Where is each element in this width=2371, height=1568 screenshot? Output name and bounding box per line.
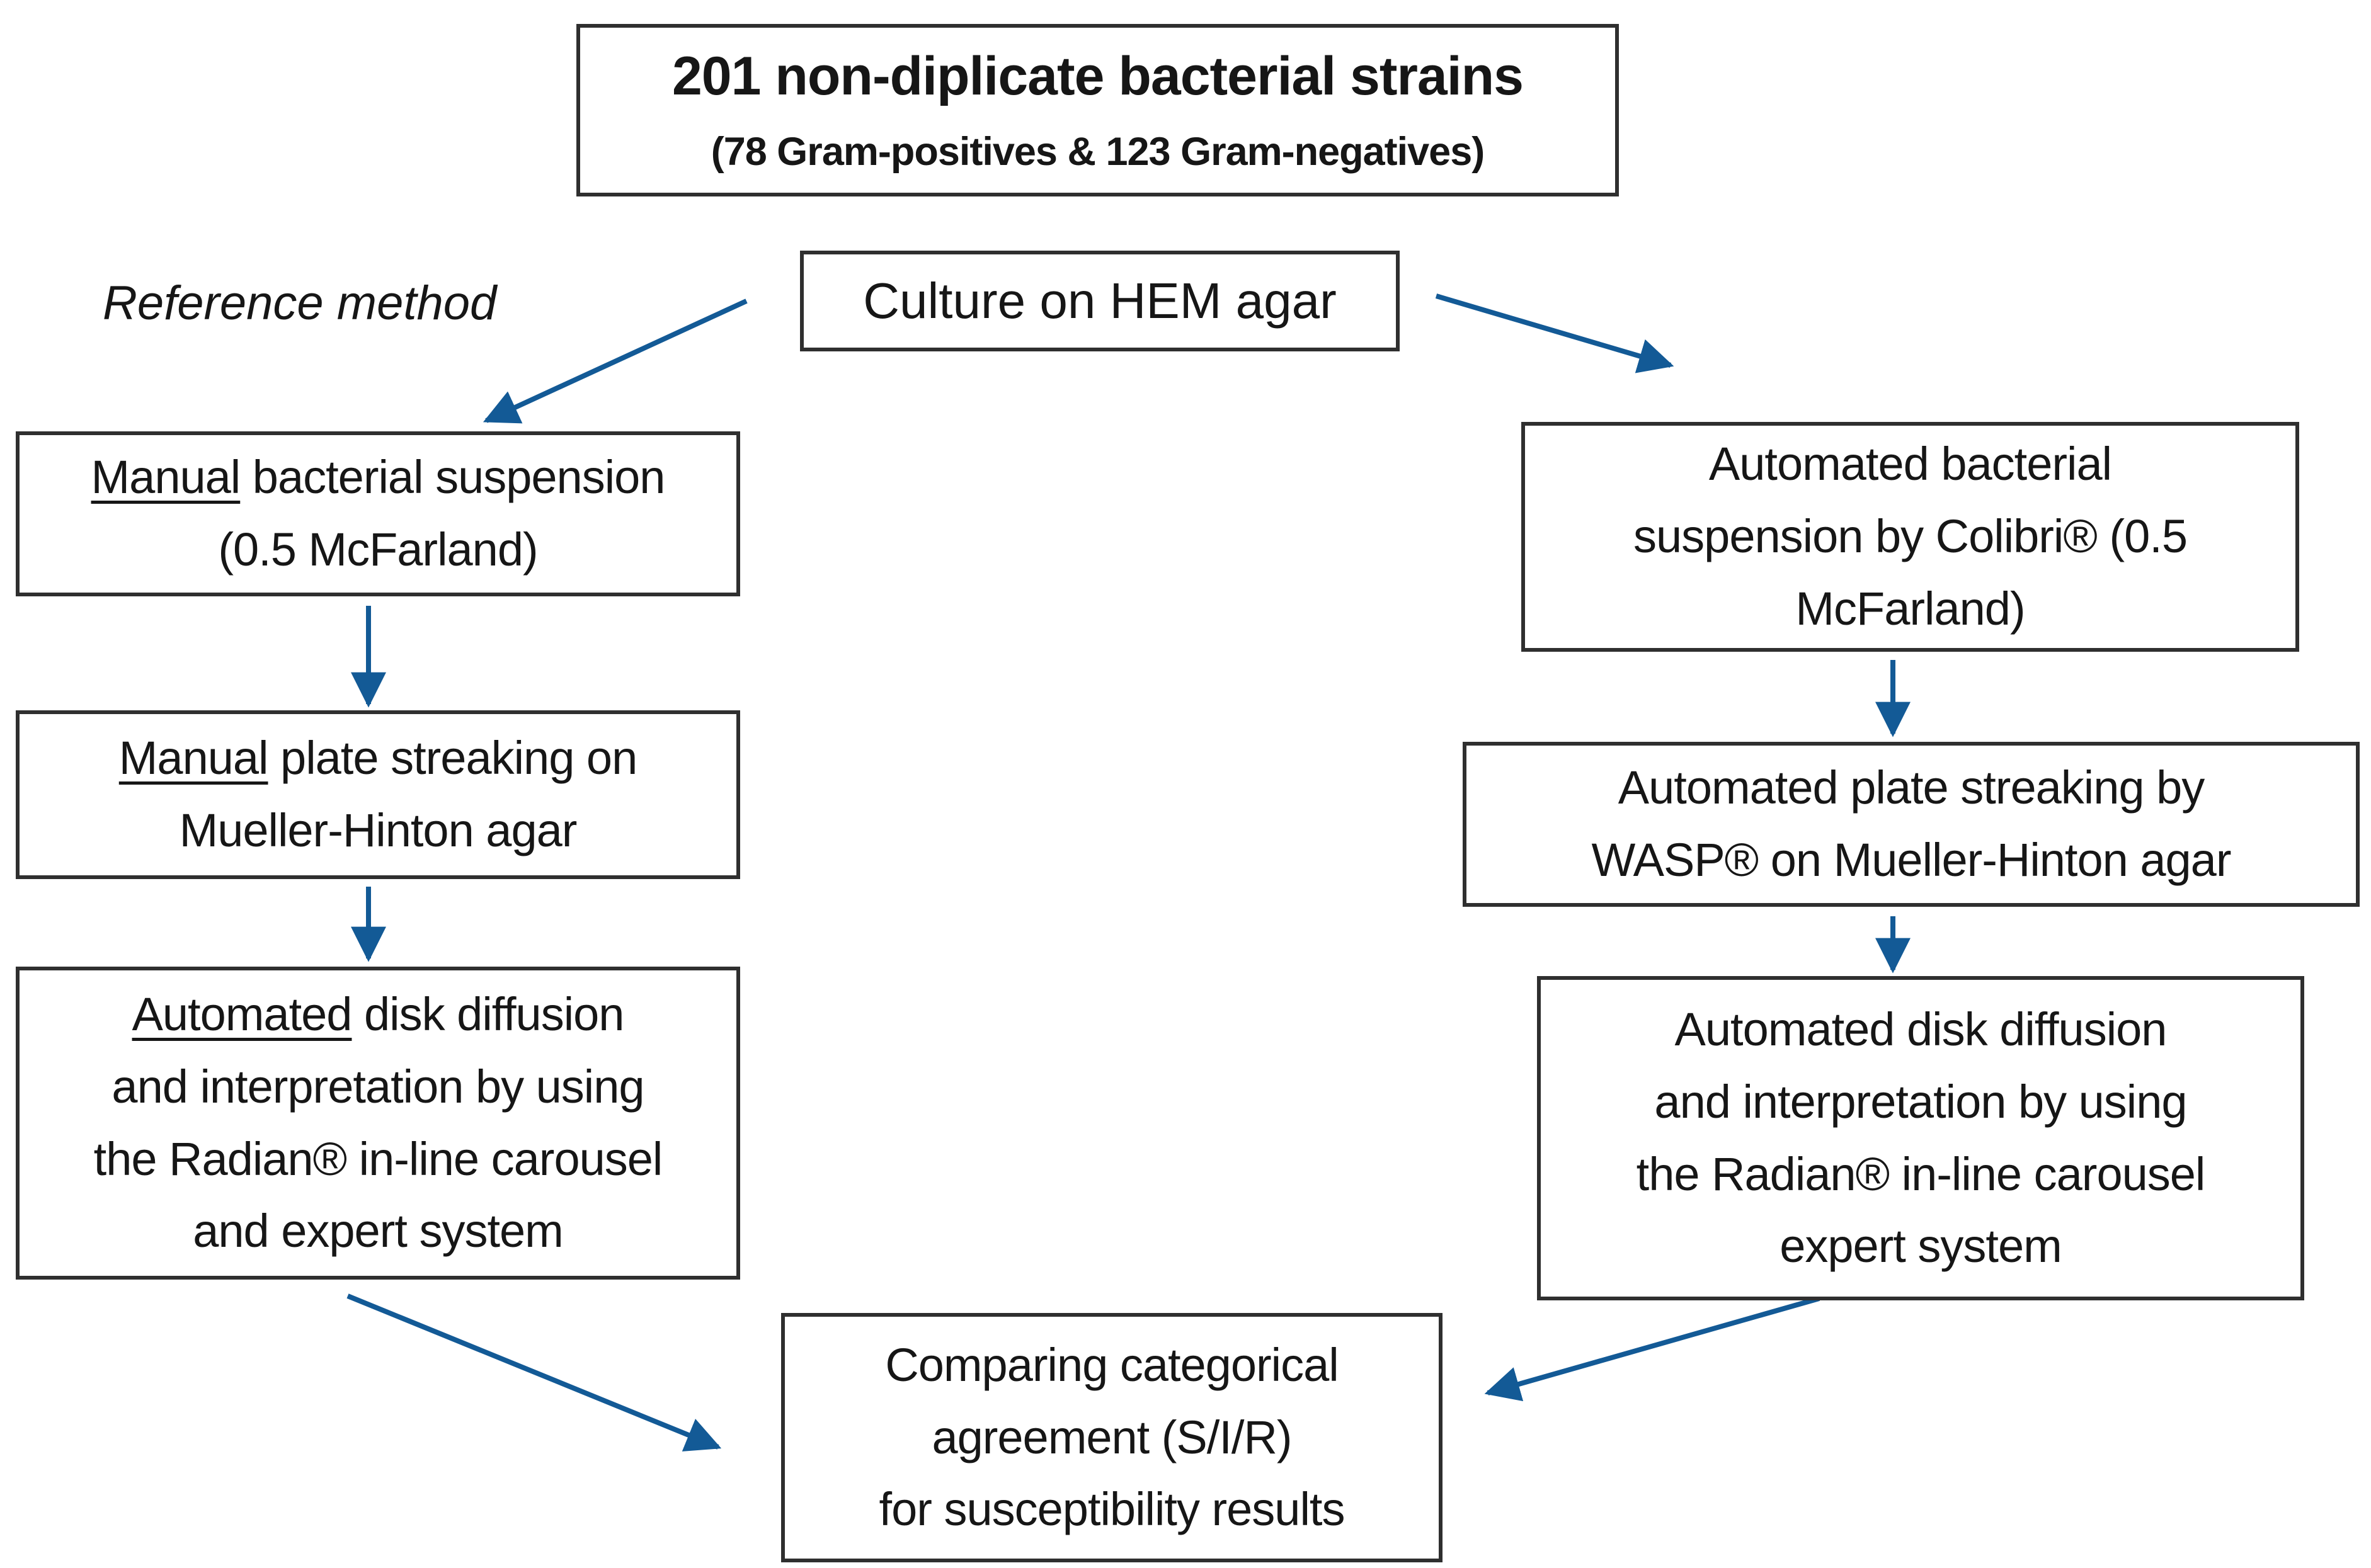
comparison-line2: agreement (S/I/R) <box>932 1411 1292 1463</box>
arrow-reference-diffusion-to-comparison <box>346 1293 722 1452</box>
auto-diffusion-line2: and interpretation by using <box>1654 1075 2187 1128</box>
automated-underlined: Automated <box>132 988 353 1041</box>
auto-diffusion-line1: Automated disk diffusion <box>1674 1003 2168 1056</box>
manual-underlined: Manual <box>118 732 269 785</box>
arrow-culture-to-manual-suspension <box>483 298 748 424</box>
auto-suspension-line2: suspension by Colibri® (0.5 <box>1633 510 2188 563</box>
comparison-line3: for susceptibility results <box>879 1483 1345 1536</box>
manual-streaking-line1: Manual plate streaking on <box>119 722 637 795</box>
manual-underlined: Manual <box>91 451 241 504</box>
manual-suspension-box: Manual bacterial suspension (0.5 McFarla… <box>16 431 740 596</box>
culture-label: Culture on HEM agar <box>863 273 1337 329</box>
auto-streaking-line1: Automated plate streaking by <box>1618 761 2205 814</box>
strains-box: 201 non-diplicate bacterial strains (78 … <box>576 24 1619 196</box>
manual-suspension-line2: (0.5 McFarland) <box>218 523 538 576</box>
comparison-box: Comparing categorical agreement (S/I/R) … <box>781 1313 1443 1562</box>
strains-title: 201 non-diplicate bacterial strains <box>671 46 1524 107</box>
manual-streaking-line1-rest: plate streaking on <box>268 732 637 785</box>
reference-diffusion-box: Automated disk diffusion and interpretat… <box>16 967 740 1280</box>
strains-subtitle: (78 Gram-positives & 123 Gram-negatives) <box>711 129 1485 174</box>
manual-suspension-line1-rest: bacterial suspension <box>240 451 666 504</box>
auto-diffusion-box: Automated disk diffusion and interpretat… <box>1537 976 2304 1300</box>
reference-method-label: Reference method <box>103 276 497 330</box>
auto-suspension-line3: McFarland) <box>1795 582 2025 635</box>
arrow-culture-to-auto-suspension <box>1435 293 1674 373</box>
auto-streaking-box: Automated plate streaking by WASP® on Mu… <box>1463 742 2360 907</box>
auto-streaking-line2: WASP® on Mueller-Hinton agar <box>1591 834 2232 886</box>
arrow-auto-diffusion-to-comparison <box>1484 1296 1820 1402</box>
manual-streaking-box: Manual plate streaking on Mueller-Hinton… <box>16 710 740 879</box>
reference-diffusion-line1: Automated disk diffusion <box>132 979 625 1051</box>
manual-suspension-line1: Manual bacterial suspension <box>91 441 666 514</box>
reference-diffusion-line1-rest: disk diffusion <box>351 988 624 1041</box>
auto-suspension-box: Automated bacterial suspension by Colibr… <box>1521 422 2299 652</box>
reference-diffusion-line4: and expert system <box>193 1205 564 1258</box>
auto-diffusion-line3: the Radian® in-line carousel <box>1636 1147 2206 1200</box>
manual-streaking-line2: Mueller-Hinton agar <box>179 804 578 856</box>
auto-suspension-line1: Automated bacterial <box>1708 438 2112 491</box>
reference-diffusion-line3: the Radian® in-line carousel <box>93 1132 663 1185</box>
comparison-line1: Comparing categorical <box>885 1338 1339 1391</box>
auto-diffusion-line4: expert system <box>1780 1220 2062 1273</box>
culture-box: Culture on HEM agar <box>800 251 1400 351</box>
reference-diffusion-line2: and interpretation by using <box>111 1060 644 1113</box>
